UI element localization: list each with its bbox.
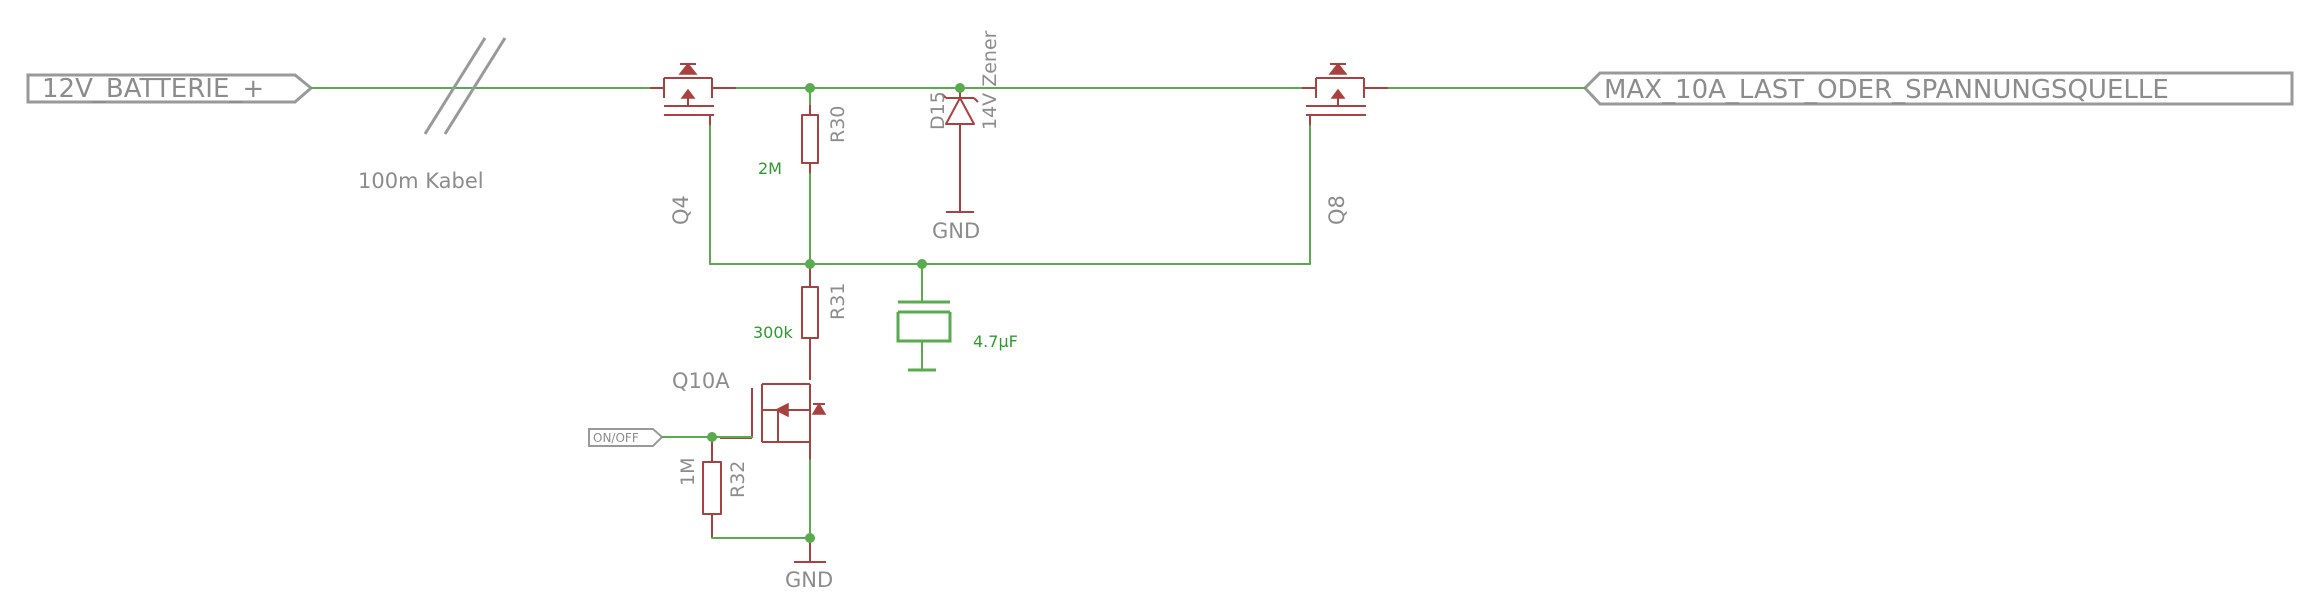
r32-value-label: 1M bbox=[677, 458, 699, 486]
d15-value-label: 14V Zener bbox=[979, 30, 1001, 130]
cable-break bbox=[423, 37, 507, 135]
mosfet-q4 bbox=[650, 62, 736, 126]
r31-value-label: 300k bbox=[753, 323, 794, 342]
junction-cap bbox=[917, 259, 927, 269]
r30-value-label: 2M bbox=[758, 159, 782, 178]
port-load: MAX_10A_LAST_ODER_SPANNUNGSQUELLE bbox=[1582, 71, 2294, 106]
gnd-bottom-label: GND bbox=[785, 568, 833, 592]
junction-top-zener bbox=[955, 83, 965, 93]
junction-on-off bbox=[707, 432, 717, 442]
port-battery-frame bbox=[26, 73, 314, 104]
zener-d15 bbox=[941, 88, 979, 213]
junction-top-r30 bbox=[805, 83, 815, 93]
r32-name-label: R32 bbox=[727, 461, 749, 498]
d15-name-label: D15 bbox=[927, 91, 949, 130]
port-battery: 12V_BATTERIE_+ bbox=[26, 73, 314, 104]
junctions bbox=[707, 83, 965, 543]
junction-gate-bus bbox=[805, 259, 815, 269]
junction-gnd bbox=[805, 533, 815, 543]
r31-name-label: R31 bbox=[827, 283, 849, 320]
q10a-name-label: Q10A bbox=[672, 369, 730, 393]
resistor-r32 bbox=[702, 437, 722, 538]
gate-bus-wires bbox=[709, 125, 1311, 265]
bottom-ground-wires bbox=[711, 459, 826, 563]
resistor-r30 bbox=[801, 87, 819, 265]
r30-name-label: R30 bbox=[827, 106, 849, 143]
on-off-wires bbox=[661, 436, 753, 461]
resistor-r31 bbox=[801, 264, 819, 380]
port-on-off-label: ON/OFF bbox=[593, 431, 639, 445]
capacitor-value-label: 4.7µF bbox=[973, 332, 1018, 351]
port-on-off-frame bbox=[588, 428, 664, 447]
q8-name-label: Q8 bbox=[1325, 195, 1349, 225]
port-load-label: MAX_10A_LAST_ODER_SPANNUNGSQUELLE bbox=[1604, 75, 2169, 105]
port-load-frame bbox=[1582, 71, 2294, 106]
q4-name-label: Q4 bbox=[669, 195, 693, 225]
mosfet-q8 bbox=[1302, 62, 1388, 126]
port-on-off: ON/OFF bbox=[588, 428, 664, 447]
gnd-zener-label: GND bbox=[932, 219, 980, 243]
cable-label: 100m Kabel bbox=[358, 169, 484, 193]
capacitor bbox=[896, 263, 952, 372]
port-battery-label: 12V_BATTERIE_+ bbox=[42, 74, 264, 104]
mosfet-q10a bbox=[720, 383, 827, 460]
